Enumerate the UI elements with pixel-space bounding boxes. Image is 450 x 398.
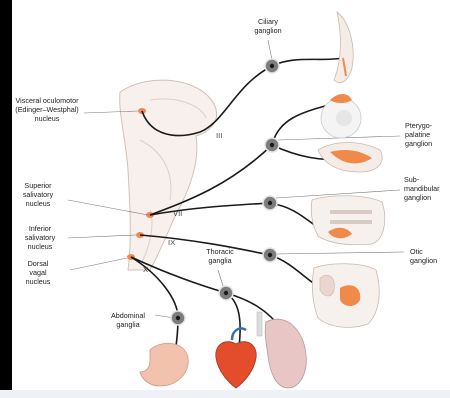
- svg-text:vagal: vagal: [29, 268, 47, 277]
- ear-parotid-image: [312, 264, 379, 328]
- label-superior-salivatory: Superior salivatory nucleus: [23, 181, 54, 208]
- svg-text:Dorsal: Dorsal: [28, 259, 49, 268]
- svg-text:ganglion: ganglion: [254, 26, 281, 35]
- svg-text:Abdominal: Abdominal: [111, 311, 145, 320]
- svg-text:Sub-: Sub-: [404, 175, 420, 184]
- label-pterygopalatine-ganglion: Pterygo- palatine ganglion: [405, 121, 433, 148]
- svg-text:Visceral oculomotor: Visceral oculomotor: [16, 96, 80, 105]
- svg-text:mandibular: mandibular: [404, 184, 440, 193]
- lacrimal-eye-image: [321, 94, 361, 138]
- svg-text:Thoracic: Thoracic: [206, 247, 234, 256]
- svg-text:Ciliary: Ciliary: [258, 17, 278, 26]
- label-ciliary-ganglion: Ciliary ganglion: [254, 17, 281, 35]
- heart-image: [216, 328, 256, 388]
- svg-text:ganglia: ganglia: [208, 256, 231, 265]
- svg-text:Inferior: Inferior: [29, 224, 52, 233]
- svg-text:nucleus: nucleus: [28, 242, 53, 251]
- nerve-label-ix: IX: [168, 238, 175, 247]
- svg-text:salivatory: salivatory: [23, 190, 54, 199]
- svg-text:nucleus: nucleus: [26, 277, 51, 286]
- label-abdominal-ganglia: Abdominal ganglia: [111, 311, 145, 329]
- label-otic-ganglion: Otic ganglion: [410, 247, 437, 265]
- svg-text:nucleus: nucleus: [35, 114, 60, 123]
- label-inferior-salivatory: Inferior salivatory nucleus: [25, 224, 56, 251]
- nasal-palatal-glands-image: [318, 143, 382, 173]
- svg-text:ganglia: ganglia: [116, 320, 139, 329]
- svg-text:ganglion: ganglion: [410, 256, 437, 265]
- lung-trachea-image: [257, 312, 306, 388]
- svg-text:nucleus: nucleus: [26, 199, 51, 208]
- label-submandibular-ganglion: Sub- mandibular ganglion: [404, 175, 440, 202]
- svg-text:salivatory: salivatory: [25, 233, 56, 242]
- label-thoracic-ganglia: Thoracic ganglia: [206, 247, 234, 265]
- svg-text:(Edinger–Westphal): (Edinger–Westphal): [15, 105, 78, 114]
- svg-text:Otic: Otic: [410, 247, 423, 256]
- svg-text:ganglion: ganglion: [404, 193, 431, 202]
- svg-text:ganglion: ganglion: [405, 139, 432, 148]
- nerve-label-iii: III: [216, 131, 222, 140]
- label-dorsal-vagal: Dorsal vagal nucleus: [26, 259, 51, 286]
- svg-text:Superior: Superior: [24, 181, 52, 190]
- ciliary-to-eye-fiber: [272, 58, 343, 66]
- svg-text:Pterygo-: Pterygo-: [405, 121, 433, 130]
- nerve-label-x: X: [143, 265, 148, 274]
- iris-lens-image: [334, 12, 353, 83]
- label-visceral-oculomotor: Visceral oculomotor (Edinger–Westphal) n…: [15, 96, 79, 123]
- stomach-image: [140, 343, 188, 386]
- nerve-label-vii: VII: [173, 209, 182, 218]
- svg-text:palatine: palatine: [405, 130, 430, 139]
- mandible-salivary-glands-image: [311, 196, 385, 245]
